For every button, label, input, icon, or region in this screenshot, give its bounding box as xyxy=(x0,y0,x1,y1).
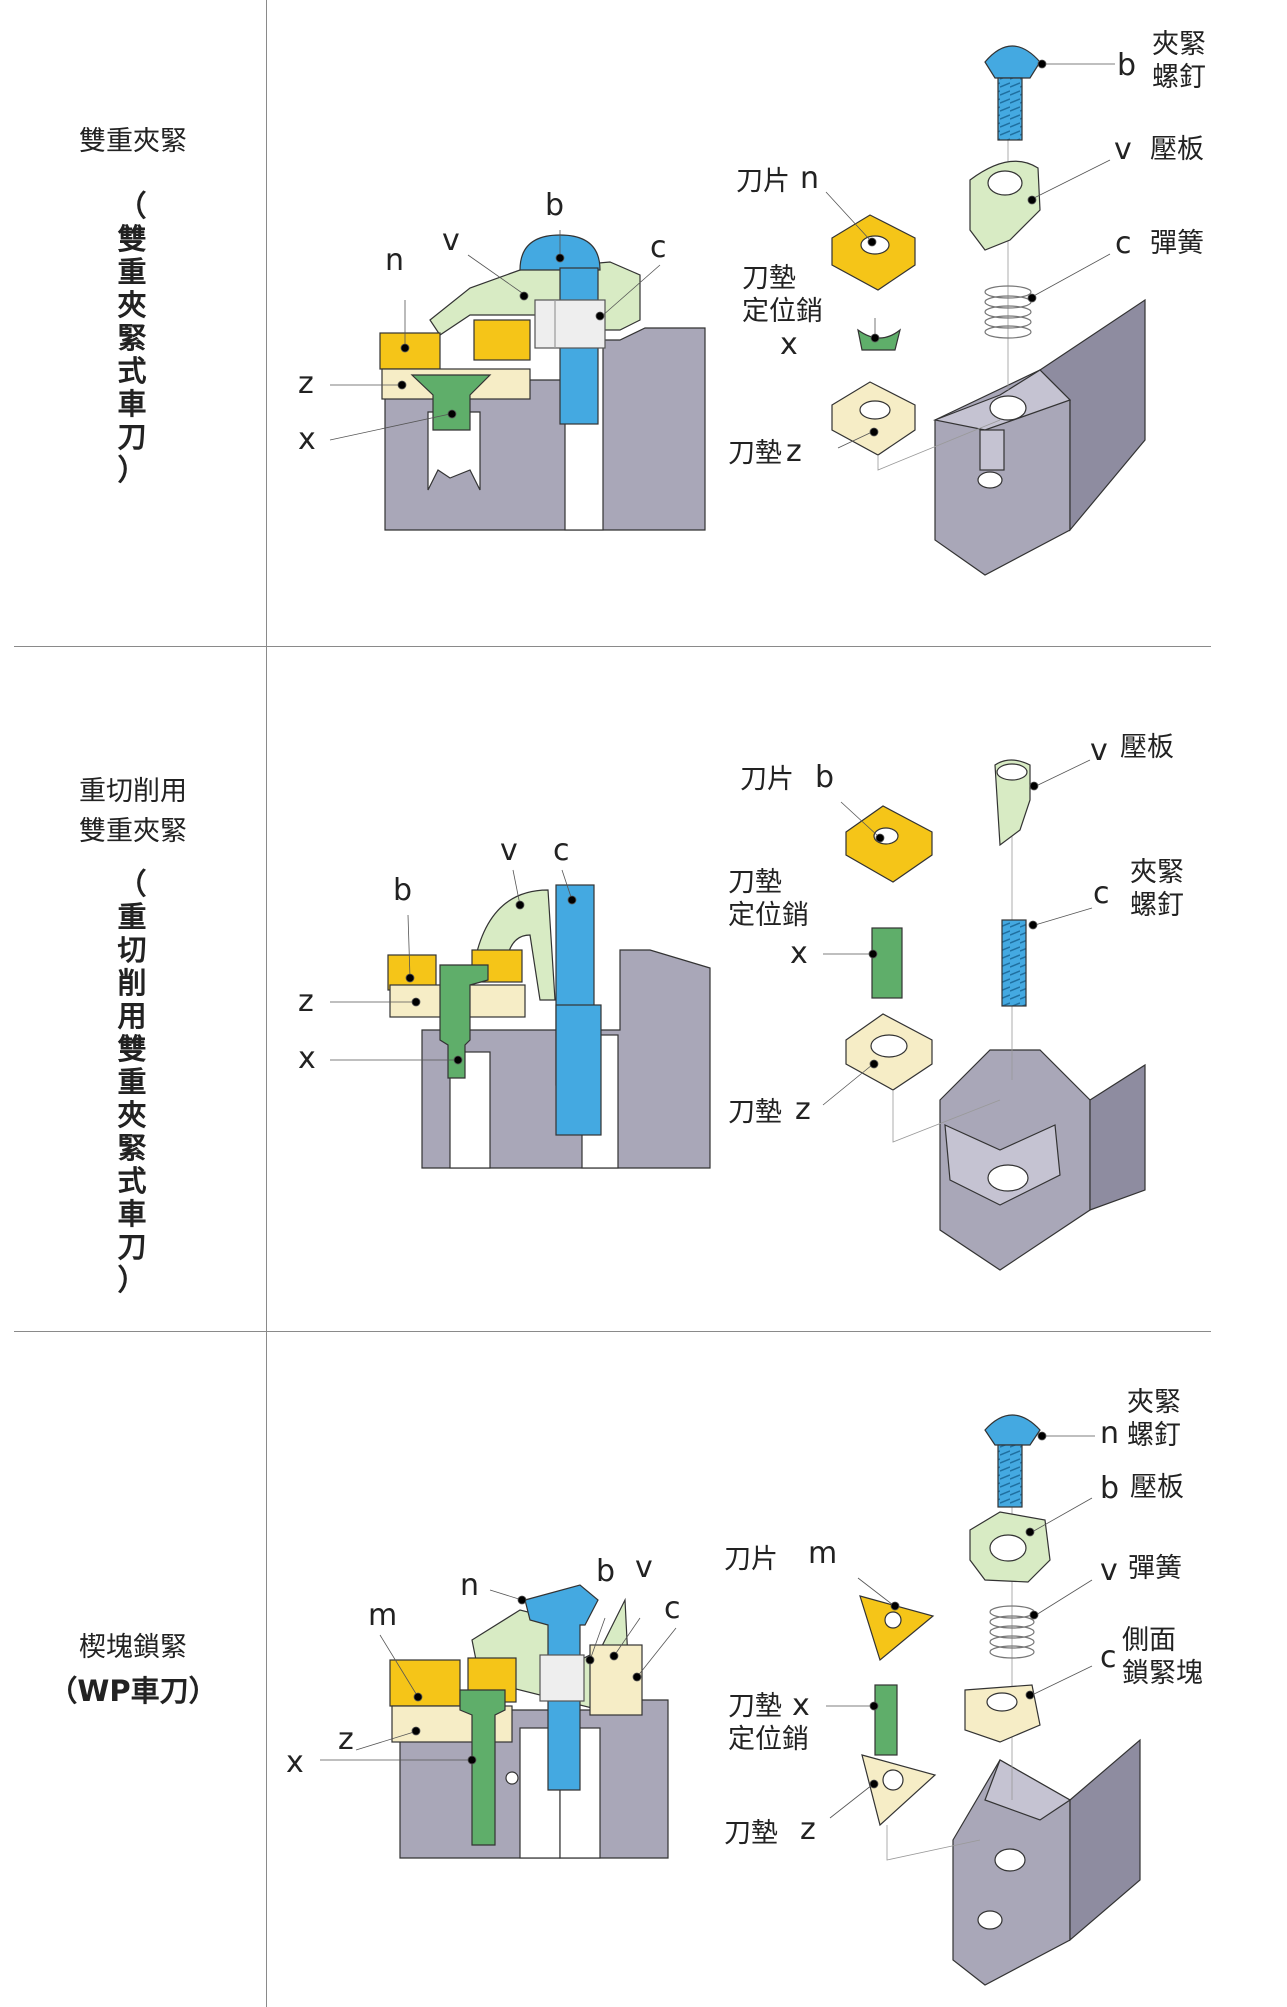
s3-exp-screw-letter: n xyxy=(1100,1416,1120,1451)
vertical-subtitle-char: （ xyxy=(117,189,147,223)
s3-label-x: x xyxy=(286,1745,304,1780)
s3-label-n: n xyxy=(460,1568,480,1603)
vertical-subtitle-char: （ xyxy=(117,867,147,901)
s3-exp-insert-label: 刀片 xyxy=(724,1544,778,1575)
s1-exp-pin-label: 刀墊 定位銷 xyxy=(742,263,823,327)
s1-label-n: n xyxy=(385,243,405,278)
s1-exp-insert-label: 刀片 xyxy=(736,166,790,197)
vertical-subtitle-char: 刀 xyxy=(117,420,147,454)
s2-exp-insert-label: 刀片 xyxy=(740,764,794,795)
s1-exp-spring-label: 彈簧 xyxy=(1150,228,1204,259)
vertical-subtitle-char: 用 xyxy=(117,999,147,1033)
s3-exp-screw-label: 夾緊 螺釘 xyxy=(1127,1387,1181,1451)
section-2-vertical-subtitle: （重切削用雙重夾緊式車刀） xyxy=(112,868,152,1297)
vertical-subtitle-char: 刀 xyxy=(117,1230,147,1264)
vertical-subtitle-char: 夾 xyxy=(117,1098,147,1132)
section-1-title: 雙重夾緊 xyxy=(79,126,187,157)
s1-label-x: x xyxy=(298,422,316,457)
s2-exp-screw-label: 夾緊 螺釘 xyxy=(1130,857,1184,921)
s1-exp-shim-label: 刀墊 xyxy=(728,438,782,469)
s2-exp-pin-letter: x xyxy=(790,936,808,971)
vertical-subtitle-char: 重 xyxy=(117,1065,147,1099)
section-3-label-markers xyxy=(320,1589,677,1765)
s2-label-b: b xyxy=(393,873,413,908)
s3-exp-pin-letter: x xyxy=(792,1688,810,1723)
vertical-subtitle-char: 緊 xyxy=(117,321,147,355)
s2-exp-screw-letter: c xyxy=(1093,876,1110,911)
s3-exp-spring-letter: v xyxy=(1100,1553,1118,1588)
vertical-subtitle-char: 車 xyxy=(117,1197,147,1231)
vertical-subtitle-char: 削 xyxy=(117,966,147,1000)
s1-label-v: v xyxy=(442,223,460,258)
section-1-label-markers xyxy=(329,230,661,441)
s1-exp-screw-letter: b xyxy=(1117,48,1137,83)
vertical-subtitle-char: ） xyxy=(117,1263,147,1297)
s1-label-b: b xyxy=(545,188,565,223)
section-3-cross-section xyxy=(389,1584,669,1859)
s1-exp-spring-letter: c xyxy=(1115,226,1132,261)
section-2-title: 重切削用 雙重夾緊 xyxy=(79,776,187,847)
vertical-subtitle-char: 切 xyxy=(117,933,147,967)
vertical-subtitle-char: 式 xyxy=(117,354,147,388)
s2-exp-shim-letter: z xyxy=(795,1092,811,1127)
s2-exp-plate-label: 壓板 xyxy=(1120,732,1174,763)
vertical-subtitle-char: 式 xyxy=(117,1164,147,1198)
s3-exp-wedge-label: 側面 鎖緊塊 xyxy=(1122,1625,1203,1689)
s3-exp-wedge-letter: c xyxy=(1100,1640,1117,1675)
section-divider-2 xyxy=(14,1331,1211,1332)
s3-exp-spring-label: 彈簧 xyxy=(1128,1553,1182,1584)
s2-label-c: c xyxy=(553,833,570,868)
s1-label-z: z xyxy=(298,366,314,401)
section-2-exploded-view xyxy=(845,759,1146,1271)
s1-label-c: c xyxy=(650,230,667,265)
vertical-subtitle-char: 車 xyxy=(117,387,147,421)
s3-label-b: b xyxy=(596,1554,616,1589)
s3-label-m: m xyxy=(368,1598,398,1633)
s2-exp-pin-label: 刀墊 定位銷 xyxy=(728,867,809,931)
s3-exp-shim-label: 刀墊 xyxy=(724,1818,778,1849)
vertical-subtitle-char: 重 xyxy=(117,900,147,934)
s2-label-v: v xyxy=(500,833,518,868)
section-divider-1 xyxy=(14,646,1211,647)
section-3-exploded-markers xyxy=(826,1431,1095,1819)
s2-exp-shim-label: 刀墊 xyxy=(728,1097,782,1128)
s3-exp-shim-letter: z xyxy=(800,1812,816,1847)
s3-exp-plate-letter: b xyxy=(1100,1471,1120,1506)
vertical-subtitle-char: 雙 xyxy=(117,1032,147,1066)
section-2-exploded-markers xyxy=(822,759,1093,1106)
section-2-label-markers xyxy=(330,869,577,1065)
section-3-title: 楔塊鎖緊 xyxy=(79,1632,187,1663)
s2-exp-insert-letter: b xyxy=(815,760,835,795)
s2-label-x: x xyxy=(298,1041,316,1076)
s3-label-v: v xyxy=(635,1550,653,1585)
s1-exp-plate-label: 壓板 xyxy=(1150,134,1204,165)
s3-exp-pin-label: 刀墊 定位銷 xyxy=(728,1691,809,1755)
vertical-subtitle-char: 夾 xyxy=(117,288,147,322)
s3-label-c: c xyxy=(664,1591,681,1626)
vertical-subtitle-char: 雙 xyxy=(117,222,147,256)
section-1-exploded-markers xyxy=(825,59,1115,449)
s1-exp-pin-letter: x xyxy=(780,327,798,362)
s1-exp-insert-letter: n xyxy=(800,161,820,196)
s2-exp-plate-letter: v xyxy=(1090,733,1108,768)
vertical-subtitle-char: 重 xyxy=(117,255,147,289)
s1-exp-plate-letter: v xyxy=(1114,132,1132,167)
s3-exp-insert-letter: m xyxy=(808,1536,838,1571)
s3-label-z: z xyxy=(338,1722,354,1757)
s1-exp-shim-letter: z xyxy=(786,434,802,469)
section-1-exploded-view xyxy=(831,45,1146,576)
vertical-divider xyxy=(266,0,267,2007)
section-3-subtitle: （WP車刀） xyxy=(48,1674,218,1708)
section-1-vertical-subtitle: （雙重夾緊式車刀） xyxy=(112,190,152,487)
s2-label-z: z xyxy=(298,984,314,1019)
section-2-cross-section xyxy=(387,884,711,1169)
s3-exp-plate-label: 壓板 xyxy=(1130,1472,1184,1503)
vertical-subtitle-char: 緊 xyxy=(117,1131,147,1165)
vertical-subtitle-char: ） xyxy=(117,453,147,487)
s1-exp-screw-label: 夾緊 螺釘 xyxy=(1152,29,1206,93)
section-1-cross-section xyxy=(379,234,706,531)
section-3-exploded-view xyxy=(859,1414,1141,1986)
